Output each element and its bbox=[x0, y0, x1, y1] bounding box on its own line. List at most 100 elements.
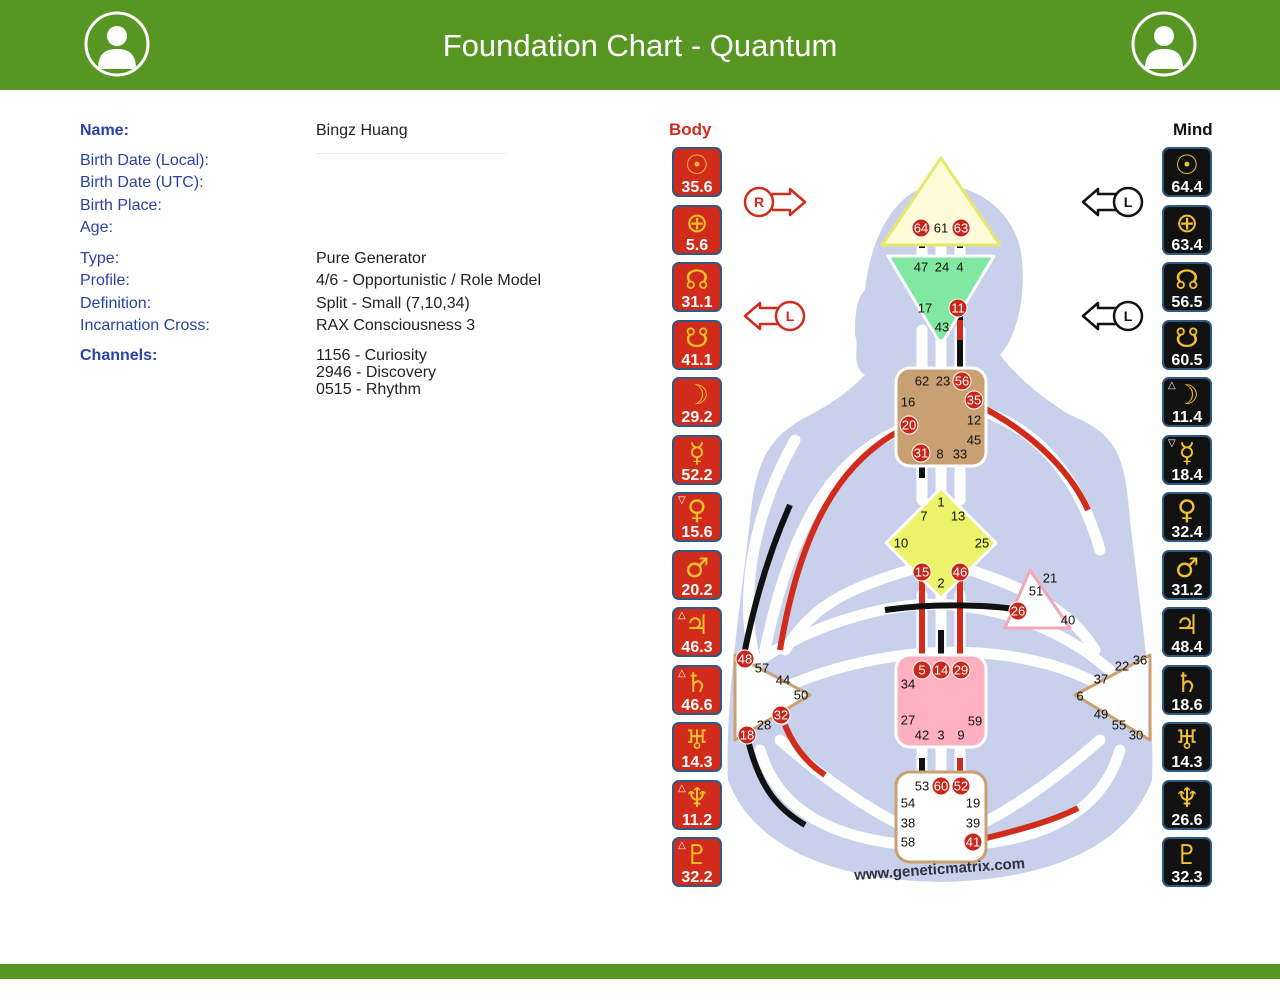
gate-11[interactable]: 11 bbox=[948, 298, 968, 318]
gate-44[interactable]: 44 bbox=[776, 673, 790, 688]
gate-59[interactable]: 59 bbox=[968, 714, 982, 729]
gate-58[interactable]: 58 bbox=[901, 835, 915, 850]
gate-29[interactable]: 29 bbox=[951, 660, 971, 680]
gate-37[interactable]: 37 bbox=[1094, 672, 1108, 687]
mind-planet-tile[interactable]: ☋60.5 bbox=[1162, 319, 1212, 370]
sun-icon: ☉ bbox=[1174, 150, 1200, 181]
mind-planet-tile[interactable]: ☿18.4▽ bbox=[1162, 434, 1212, 485]
gate-39[interactable]: 39 bbox=[966, 816, 980, 831]
mind-planet-tile[interactable]: ☽11.4△ bbox=[1162, 377, 1212, 427]
gate-22[interactable]: 22 bbox=[1115, 659, 1129, 674]
gate-55[interactable]: 55 bbox=[1112, 718, 1126, 733]
gate-1[interactable]: 1 bbox=[937, 495, 944, 510]
gate-32[interactable]: 32 bbox=[771, 705, 791, 725]
gate-42[interactable]: 42 bbox=[915, 728, 929, 743]
body-planet-tile[interactable]: ♀15.6▽ bbox=[672, 492, 722, 542]
gate-16[interactable]: 16 bbox=[901, 395, 915, 410]
gate-14[interactable]: 14 bbox=[931, 660, 951, 680]
mind-planet-tile[interactable]: ♀32.4 bbox=[1162, 492, 1212, 542]
gate-7[interactable]: 7 bbox=[920, 509, 927, 524]
gate-57[interactable]: 57 bbox=[755, 661, 769, 676]
gate-5[interactable]: 5 bbox=[912, 660, 932, 680]
definition-value: Split - Small (7,10,34) bbox=[316, 295, 470, 312]
gate-43[interactable]: 43 bbox=[935, 320, 949, 335]
gate-9[interactable]: 9 bbox=[957, 728, 964, 743]
body-planet-tile[interactable]: ♇32.2△ bbox=[672, 837, 722, 887]
gate-64[interactable]: 64 bbox=[911, 218, 931, 238]
gate-24[interactable]: 24 bbox=[935, 260, 949, 275]
mind-planet-tile[interactable]: ♅14.3 bbox=[1162, 722, 1212, 772]
gate-49[interactable]: 49 bbox=[1094, 707, 1108, 722]
gate-12[interactable]: 12 bbox=[967, 413, 981, 428]
gate-34[interactable]: 34 bbox=[901, 677, 915, 692]
gate-2[interactable]: 2 bbox=[937, 576, 944, 591]
gate-23[interactable]: 23 bbox=[936, 374, 950, 389]
gate-60[interactable]: 60 bbox=[931, 776, 951, 796]
gate-number: 27 bbox=[901, 713, 915, 728]
exaltation-mark-icon: △ bbox=[678, 840, 686, 851]
gate-40[interactable]: 40 bbox=[1061, 613, 1075, 628]
gate-26[interactable]: 26 bbox=[1008, 601, 1028, 621]
gate-19[interactable]: 19 bbox=[966, 796, 980, 811]
gate-53[interactable]: 53 bbox=[915, 779, 929, 794]
gate-4[interactable]: 4 bbox=[956, 260, 963, 275]
gate-45[interactable]: 45 bbox=[967, 433, 981, 448]
body-planet-tile[interactable]: ⊕5.6 bbox=[672, 204, 722, 255]
gate-15[interactable]: 15 bbox=[912, 562, 932, 582]
body-planet-tile[interactable]: ☉35.6 bbox=[672, 147, 722, 197]
gate-50[interactable]: 50 bbox=[794, 688, 808, 703]
body-planet-tile[interactable]: ♂20.2 bbox=[672, 549, 722, 600]
gate-20[interactable]: 20 bbox=[899, 415, 919, 435]
gate-10[interactable]: 10 bbox=[894, 536, 908, 551]
gate-56[interactable]: 56 bbox=[952, 371, 972, 391]
gate-25[interactable]: 25 bbox=[975, 536, 989, 551]
gate-31[interactable]: 31 bbox=[911, 443, 931, 463]
type-value: Pure Generator bbox=[316, 250, 427, 267]
body-planet-tile[interactable]: ♅14.3 bbox=[672, 722, 722, 772]
gate-47[interactable]: 47 bbox=[914, 260, 928, 275]
gate-48[interactable]: 48 bbox=[735, 649, 755, 669]
gate-36[interactable]: 36 bbox=[1133, 653, 1147, 668]
gate-18[interactable]: 18 bbox=[737, 725, 757, 745]
gate-13[interactable]: 13 bbox=[951, 509, 965, 524]
gate-54[interactable]: 54 bbox=[901, 796, 915, 811]
mind-planet-tile[interactable]: ♂31.2 bbox=[1162, 549, 1212, 600]
body-planet-tile[interactable]: ☽29.2 bbox=[672, 377, 722, 427]
user-silhouette-icon[interactable] bbox=[84, 11, 150, 77]
gate-61[interactable]: 61 bbox=[934, 221, 948, 236]
body-planet-tile[interactable]: ☿52.2 bbox=[672, 434, 722, 485]
planet-value: 63.4 bbox=[1171, 236, 1203, 254]
body-planet-tile[interactable]: ♄46.6△ bbox=[672, 664, 722, 715]
gate-3[interactable]: 3 bbox=[937, 728, 944, 743]
body-planet-tile[interactable]: ☋41.1 bbox=[672, 319, 722, 370]
gate-62[interactable]: 62 bbox=[915, 374, 929, 389]
gate-63[interactable]: 63 bbox=[951, 218, 971, 238]
mind-planet-tile[interactable]: ♃48.4 bbox=[1162, 607, 1212, 657]
gate-38[interactable]: 38 bbox=[901, 816, 915, 831]
mind-planet-tile[interactable]: ♇32.3 bbox=[1162, 837, 1212, 887]
gate-17[interactable]: 17 bbox=[918, 301, 932, 316]
gate-number: 17 bbox=[918, 301, 932, 316]
gate-52[interactable]: 52 bbox=[951, 776, 971, 796]
mind-planet-tile[interactable]: ⊕63.4 bbox=[1162, 204, 1212, 255]
gate-46[interactable]: 46 bbox=[950, 562, 970, 582]
mind-planet-tile[interactable]: ☊56.5 bbox=[1162, 262, 1212, 312]
planet-value: 11.2 bbox=[681, 811, 713, 829]
gate-33[interactable]: 33 bbox=[953, 447, 967, 462]
mind-planet-tile[interactable]: ☉64.4 bbox=[1162, 147, 1212, 197]
gate-30[interactable]: 30 bbox=[1129, 728, 1143, 743]
gate-41[interactable]: 41 bbox=[963, 832, 983, 852]
body-planet-tile[interactable]: ☊31.1 bbox=[672, 262, 722, 312]
gate-28[interactable]: 28 bbox=[757, 718, 771, 733]
mind-planet-tile[interactable]: ♆26.6 bbox=[1162, 779, 1212, 830]
body-planet-tile[interactable]: ♆11.2△ bbox=[672, 779, 722, 830]
gate-35[interactable]: 35 bbox=[964, 390, 984, 410]
gate-6[interactable]: 6 bbox=[1076, 689, 1083, 704]
gate-21[interactable]: 21 bbox=[1043, 571, 1057, 586]
mind-planet-tile[interactable]: ♄18.6 bbox=[1162, 664, 1212, 715]
gate-8[interactable]: 8 bbox=[936, 447, 943, 462]
gate-27[interactable]: 27 bbox=[901, 713, 915, 728]
user-silhouette-icon[interactable] bbox=[1131, 11, 1197, 77]
body-planet-tile[interactable]: ♃46.3△ bbox=[672, 607, 722, 657]
gate-51[interactable]: 51 bbox=[1029, 584, 1043, 599]
